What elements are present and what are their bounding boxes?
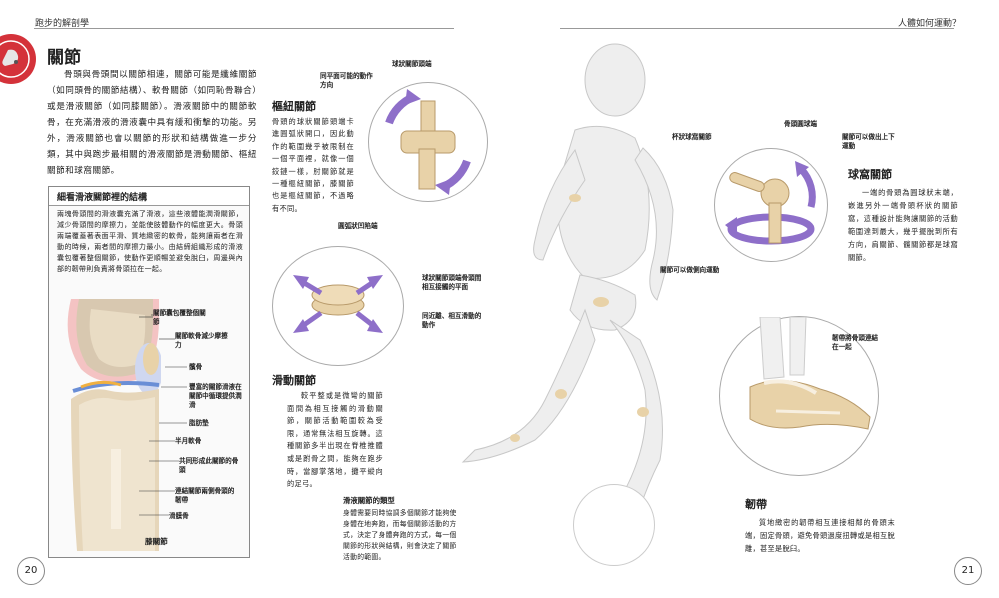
foot-detail-circle [573,484,655,566]
gliding-joint-illustration [293,275,383,333]
joint-types-title: 滑液關節的類型 [343,496,395,505]
ligament-label: 韌帶將骨頭連結在一起 [832,334,879,351]
synovial-joint-box: 細看滑液關節裡的結構 兩塊骨頭間的滑液囊充滿了滑液，這些液體能潤滑關節，減少骨頭… [48,186,250,558]
chapter-icon [0,34,36,84]
synovial-box-text: 兩塊骨頭間的滑液囊充滿了滑液，這些液體能潤滑關節，減少骨頭間的摩擦力，並能使肢體… [57,210,243,273]
ball-socket-text: 一端的骨頭為圓球狀末端，嵌進另外一端骨頭杯狀的關節窩，這種設計能夠讓關節的活動範… [848,188,958,262]
ball-label-rotate: 關節可以做側向運動 [660,266,720,274]
ligament-text: 質地緻密的韌帶相互連接相鄰的骨頭末端，固定骨頭，避免骨頭過度扭轉或是相互脫離，甚… [745,518,895,553]
knee-label-synovial-bone: 滑膜骨 [169,512,189,520]
joint-types-text: 身體需要同時協調多個關節才能夠使身體在地奔跑，而每個關節活動的方式，決定了身體奔… [343,509,457,561]
ligament-circle [719,316,879,476]
ligament-title: 韌帶 [745,498,767,511]
knee-joint-illustration [67,299,161,551]
page-number-left: 20 [17,557,45,585]
hinge-label-top: 球狀關節頭端 [392,60,432,68]
knee-label-ligament: 連結關節兩側骨頭的韌帶 [175,487,235,504]
ball-label-ball: 骨頭圓球端 [784,120,817,128]
ball-label-updown: 關節可以做出上下運動 [842,133,895,150]
header-rule-right [560,28,954,29]
gliding-joint-circle [272,246,404,366]
synovial-box-title: 細看滑液關節裡的結構 [57,193,148,203]
hinge-joint-illustration [385,89,471,195]
hinge-text: 骨頭的球狀關節頭端卡進圓弧狀開口，因此動作的範圍幾乎被限制在一個平面裡，就像一個… [272,117,354,213]
section-title: 關節 [47,48,81,68]
knee-label-meniscus: 半月軟骨 [175,437,202,445]
ball-socket-circle [714,148,828,262]
knee-label-patella: 髕骨 [189,363,203,371]
running-skeleton-illustration [461,43,674,565]
page-number-right: 21 [954,557,982,585]
knee-label-synovial-fluid: 豐富的關節滑液在關節中循環提供潤滑 [189,383,242,409]
ball-socket-illustration [725,161,816,245]
gliding-label-b: 同近離、相互滑動的動作 [422,312,482,329]
knee-label-cartilage: 關節軟骨減少摩擦力 [175,332,228,349]
running-header: 跑步的解剖學 [35,19,90,29]
intro-paragraph: 骨頭與骨頭間以關節相連，關節可能是纖維關節（如同頭骨的關節結構）、軟骨關節（如同… [47,70,257,176]
gliding-label-a: 球狀關節頭端骨頭間相互接觸的平面 [422,274,482,291]
running-figure-icon [0,40,30,78]
hinge-label-left: 同平面可能的動作方向 [320,72,373,89]
hinge-title: 樞紐關節 [272,100,316,113]
knee-label-bones: 共同形成此關節的骨頭 [179,457,239,474]
knee-label-fat-pad: 脂肪墊 [189,419,209,427]
gliding-text: 較平整或是微彎的關節面間為相互接觸的滑動關節，關節活動範圍較為受限，通常無法相互… [287,391,383,489]
header-rule-left [34,28,454,29]
hinge-label-bottom: 圓弧狀凹陷端 [338,222,378,230]
ball-socket-title: 球窩關節 [848,168,892,181]
gliding-title: 滑動關節 [272,374,316,387]
knee-caption: 膝關節 [145,537,168,546]
foot-ligament-illustration [749,316,871,430]
ball-label-socket: 杯狀球窩關節 [672,133,712,141]
knee-label-capsule: 關節囊包覆整個關節 [153,309,206,326]
hinge-joint-circle [368,82,488,202]
chapter-header: 人體如何運動？ [898,19,962,29]
knee-leader-lines [139,314,187,516]
